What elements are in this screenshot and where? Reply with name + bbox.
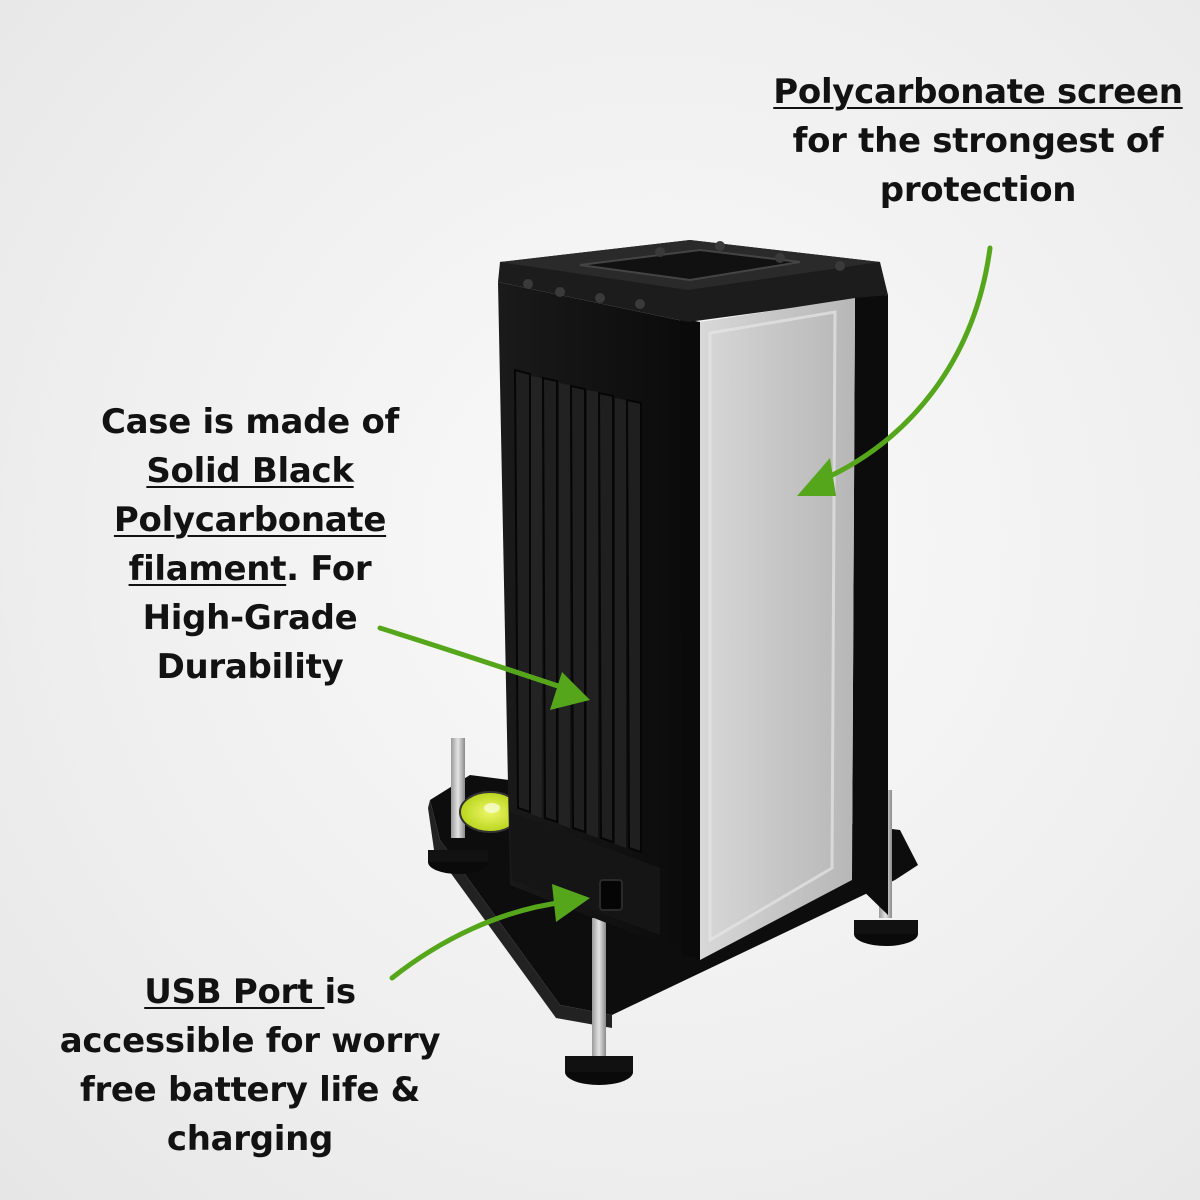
curved-arrow-case [377,625,590,710]
callout-usb-line2: accessible for worry [59,1021,441,1061]
callout-case-material: Case is made of Solid Black Polycarbonat… [40,398,460,692]
curved-arrow-usb [389,884,590,981]
usb-port [599,879,623,911]
callout-usb-line1-rest: is [324,972,357,1012]
callout-screen-line2: for the strongest of [792,121,1164,161]
callout-case-line4-rest: . For [286,549,372,589]
leveling-foot-front [565,918,633,1085]
polycarbonate-screen [700,298,855,960]
callout-screen-line1: Polycarbonate screen [773,72,1183,112]
callout-usb-line3: free battery life & [79,1070,421,1110]
callout-usb-port: USB Port is accessible for worry free ba… [40,968,460,1164]
callout-case-line1: Case is made of [100,402,399,442]
case-body [498,240,888,960]
callout-screen-line3: protection [879,170,1077,210]
callout-polycarbonate-screen: Polycarbonate screen for the strongest o… [760,68,1196,215]
callout-usb-line1-underlined: USB Port [144,972,325,1012]
callout-case-line2: Solid Black [146,451,354,491]
callout-case-line5: High-Grade [142,598,358,638]
callout-case-line6: Durability [156,647,344,687]
callout-usb-line4: charging [166,1119,334,1159]
callout-case-line4-underlined: filament [128,549,287,589]
callout-case-line3: Polycarbonate [113,500,387,540]
curved-arrow-screen [797,245,993,496]
